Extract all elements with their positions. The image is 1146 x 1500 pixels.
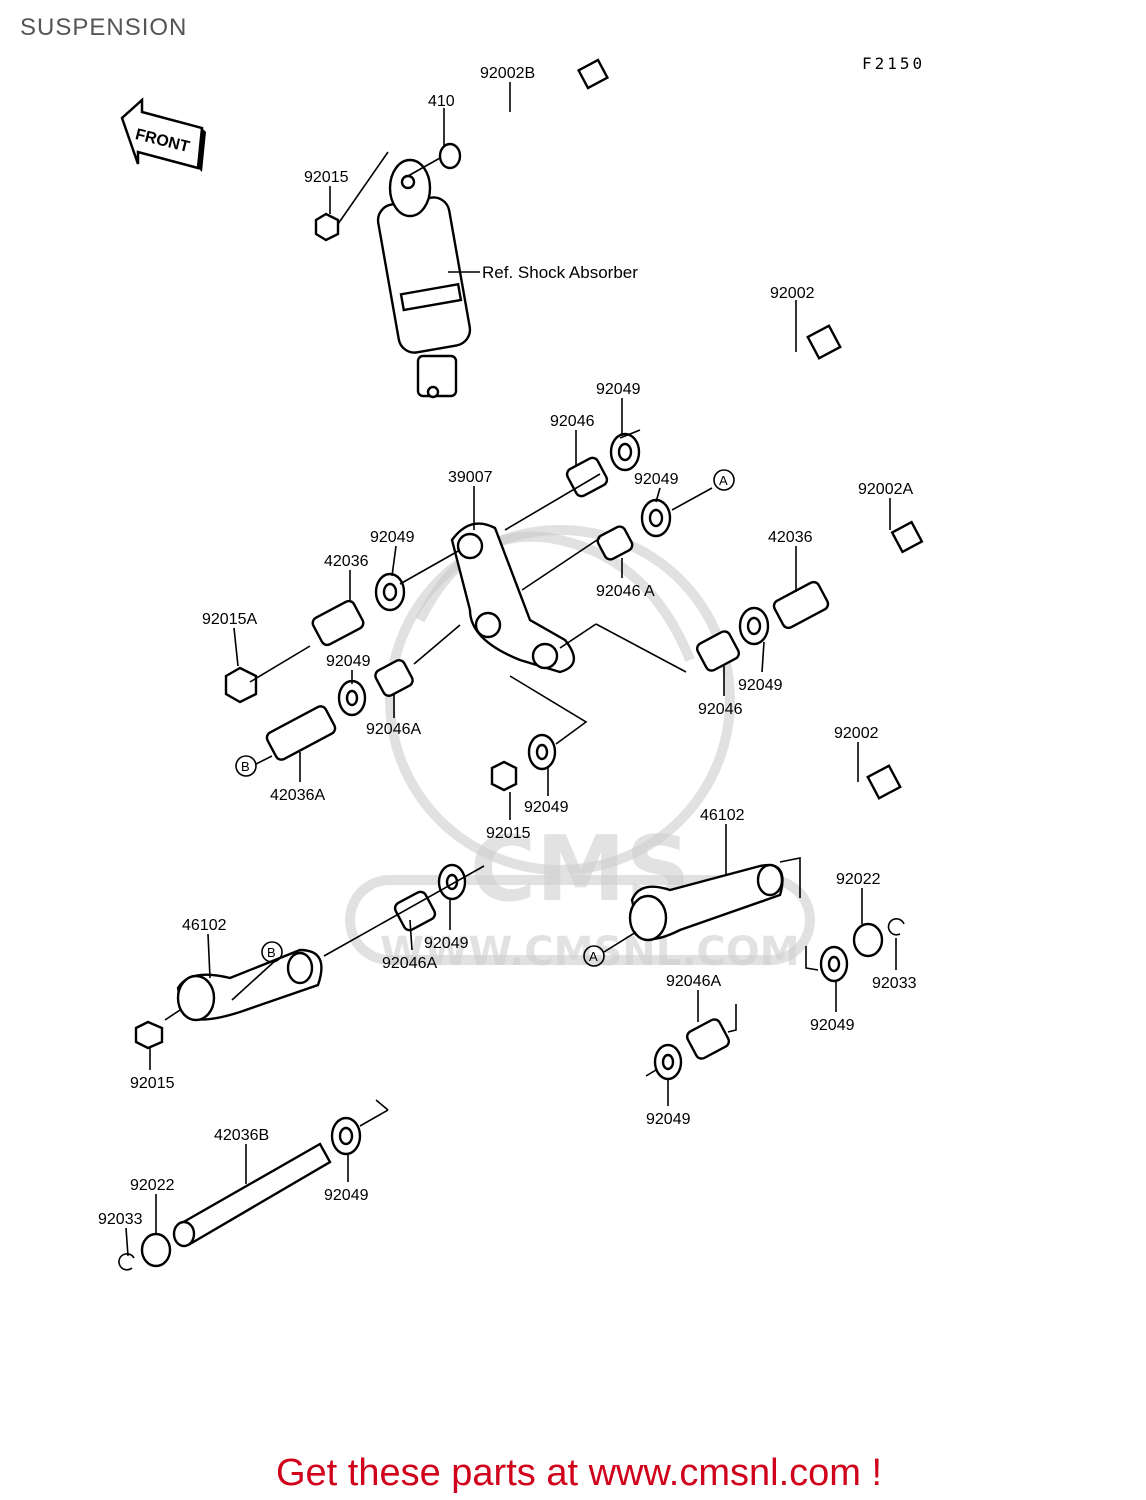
shock-absorber (376, 158, 480, 399)
page-title: SUSPENSION (20, 14, 188, 41)
label-42036B: 42036B (214, 1127, 269, 1144)
washer-92022-right (852, 922, 884, 958)
seal-92049-8 (819, 945, 849, 983)
label-92049-f: 92049 (524, 799, 569, 816)
seal-92049-4 (738, 606, 770, 646)
seal-92049-2 (640, 498, 672, 538)
label-92046A-c: 92046A (382, 955, 437, 972)
label-92049-i: 92049 (646, 1111, 691, 1128)
parts-diagram: CMS WWW.CMSNL.COM FRONT (98, 58, 924, 1271)
connection-lines (164, 151, 819, 1127)
rod-46102-left (176, 948, 323, 1022)
sleeve-42036A (265, 705, 337, 761)
nut-92015-mid (490, 760, 518, 792)
seal-92049-6 (527, 733, 557, 771)
label-92049-a: 92049 (596, 381, 641, 398)
label-92046A-b: 92046A (366, 721, 421, 738)
svg-text:B: B (241, 759, 250, 774)
washer-410 (438, 142, 462, 170)
label-92046-right: 92046 (698, 701, 743, 718)
label-92022-right: 92022 (836, 871, 881, 888)
label-92002-top: 92002 (770, 285, 815, 302)
label-92015A: 92015A (202, 611, 257, 628)
seal-92049-9 (653, 1043, 683, 1081)
part-labels: 92002B 410 92015 92002 92049 92046 39007… (98, 65, 917, 1228)
seal-92049-10 (330, 1116, 362, 1156)
collar-92046A-a (596, 525, 634, 561)
label-92002-lower: 92002 (834, 725, 879, 742)
collar-92046-top (565, 456, 609, 498)
front-arrow-icon: FRONT (120, 97, 206, 172)
label-92046A-d: 92046A (666, 973, 721, 990)
svg-text:A: A (719, 473, 728, 488)
label-92046-top: 92046 (550, 413, 595, 430)
label-92049-e: 92049 (738, 677, 783, 694)
bolt-92002A (835, 520, 924, 578)
collar-92046-right (695, 630, 741, 672)
footer-shop-link[interactable]: Get these parts at www.cmsnl.com ! (275, 1452, 883, 1494)
seal-92049-5 (337, 679, 367, 717)
label-92033-right: 92033 (872, 975, 917, 992)
circlip-92033-right (887, 918, 905, 936)
label-42036A: 42036A (270, 787, 325, 804)
seal-92049-7 (437, 863, 467, 901)
rod-46102-right (628, 863, 784, 942)
connection-markers: A B B A (235, 469, 735, 967)
marker-B-rod: B (261, 941, 283, 963)
label-92049-c: 92049 (370, 529, 415, 546)
label-92015-mid: 92015 (486, 825, 531, 842)
label-410: 410 (428, 93, 455, 110)
label-92002A: 92002A (858, 481, 913, 498)
label-46102-right: 46102 (700, 807, 745, 824)
nut-92015-bottom (134, 1020, 164, 1050)
collar-92046A-c (393, 890, 437, 932)
figure-code: F2150 (862, 54, 926, 73)
bolt-92002-top (619, 324, 842, 452)
label-92049-g: 92049 (424, 935, 469, 952)
washer-92022-left (140, 1232, 172, 1268)
label-92015-top: 92015 (304, 169, 349, 186)
label-92022-left: 92022 (130, 1177, 175, 1194)
seal-92049-1 (609, 432, 641, 472)
marker-B-left: B (235, 755, 257, 777)
label-92002B: 92002B (480, 65, 535, 82)
label-92046A-a: 92046 A (596, 583, 655, 600)
label-92049-d: 92049 (326, 653, 371, 670)
nut-92015A (224, 666, 258, 704)
label-92033-left: 92033 (98, 1211, 143, 1228)
sleeve-42036-right (772, 580, 830, 630)
sleeve-42036-left (311, 599, 365, 647)
label-42036-left: 42036 (324, 553, 369, 570)
label-46102-left: 46102 (182, 917, 227, 934)
collar-92046A-d (685, 1018, 731, 1060)
bolt-92002B (471, 58, 610, 142)
marker-A-top: A (713, 469, 735, 491)
label-39007: 39007 (448, 469, 493, 486)
svg-text:A: A (589, 949, 598, 964)
label-ref-shock-absorber: Ref. Shock Absorber (482, 263, 638, 282)
label-92049-j: 92049 (324, 1187, 369, 1204)
label-42036-right: 42036 (768, 529, 813, 546)
link-39007 (450, 522, 575, 674)
marker-A-rod: A (583, 945, 605, 967)
label-92015-bottom: 92015 (130, 1075, 175, 1092)
bolt-92002-lower (791, 764, 902, 840)
shaft-42036B (172, 1142, 332, 1248)
label-92049-h: 92049 (810, 1017, 855, 1034)
seal-92049-3 (374, 572, 406, 612)
leader-lines (125, 82, 897, 1257)
collar-92046A-b (374, 659, 414, 697)
nut-92015-top (314, 212, 340, 242)
label-92049-b: 92049 (634, 471, 679, 488)
svg-text:B: B (267, 945, 276, 960)
watermark-url: WWW.CMSNL.COM (380, 929, 800, 975)
circlip-92033-left (118, 1253, 135, 1271)
